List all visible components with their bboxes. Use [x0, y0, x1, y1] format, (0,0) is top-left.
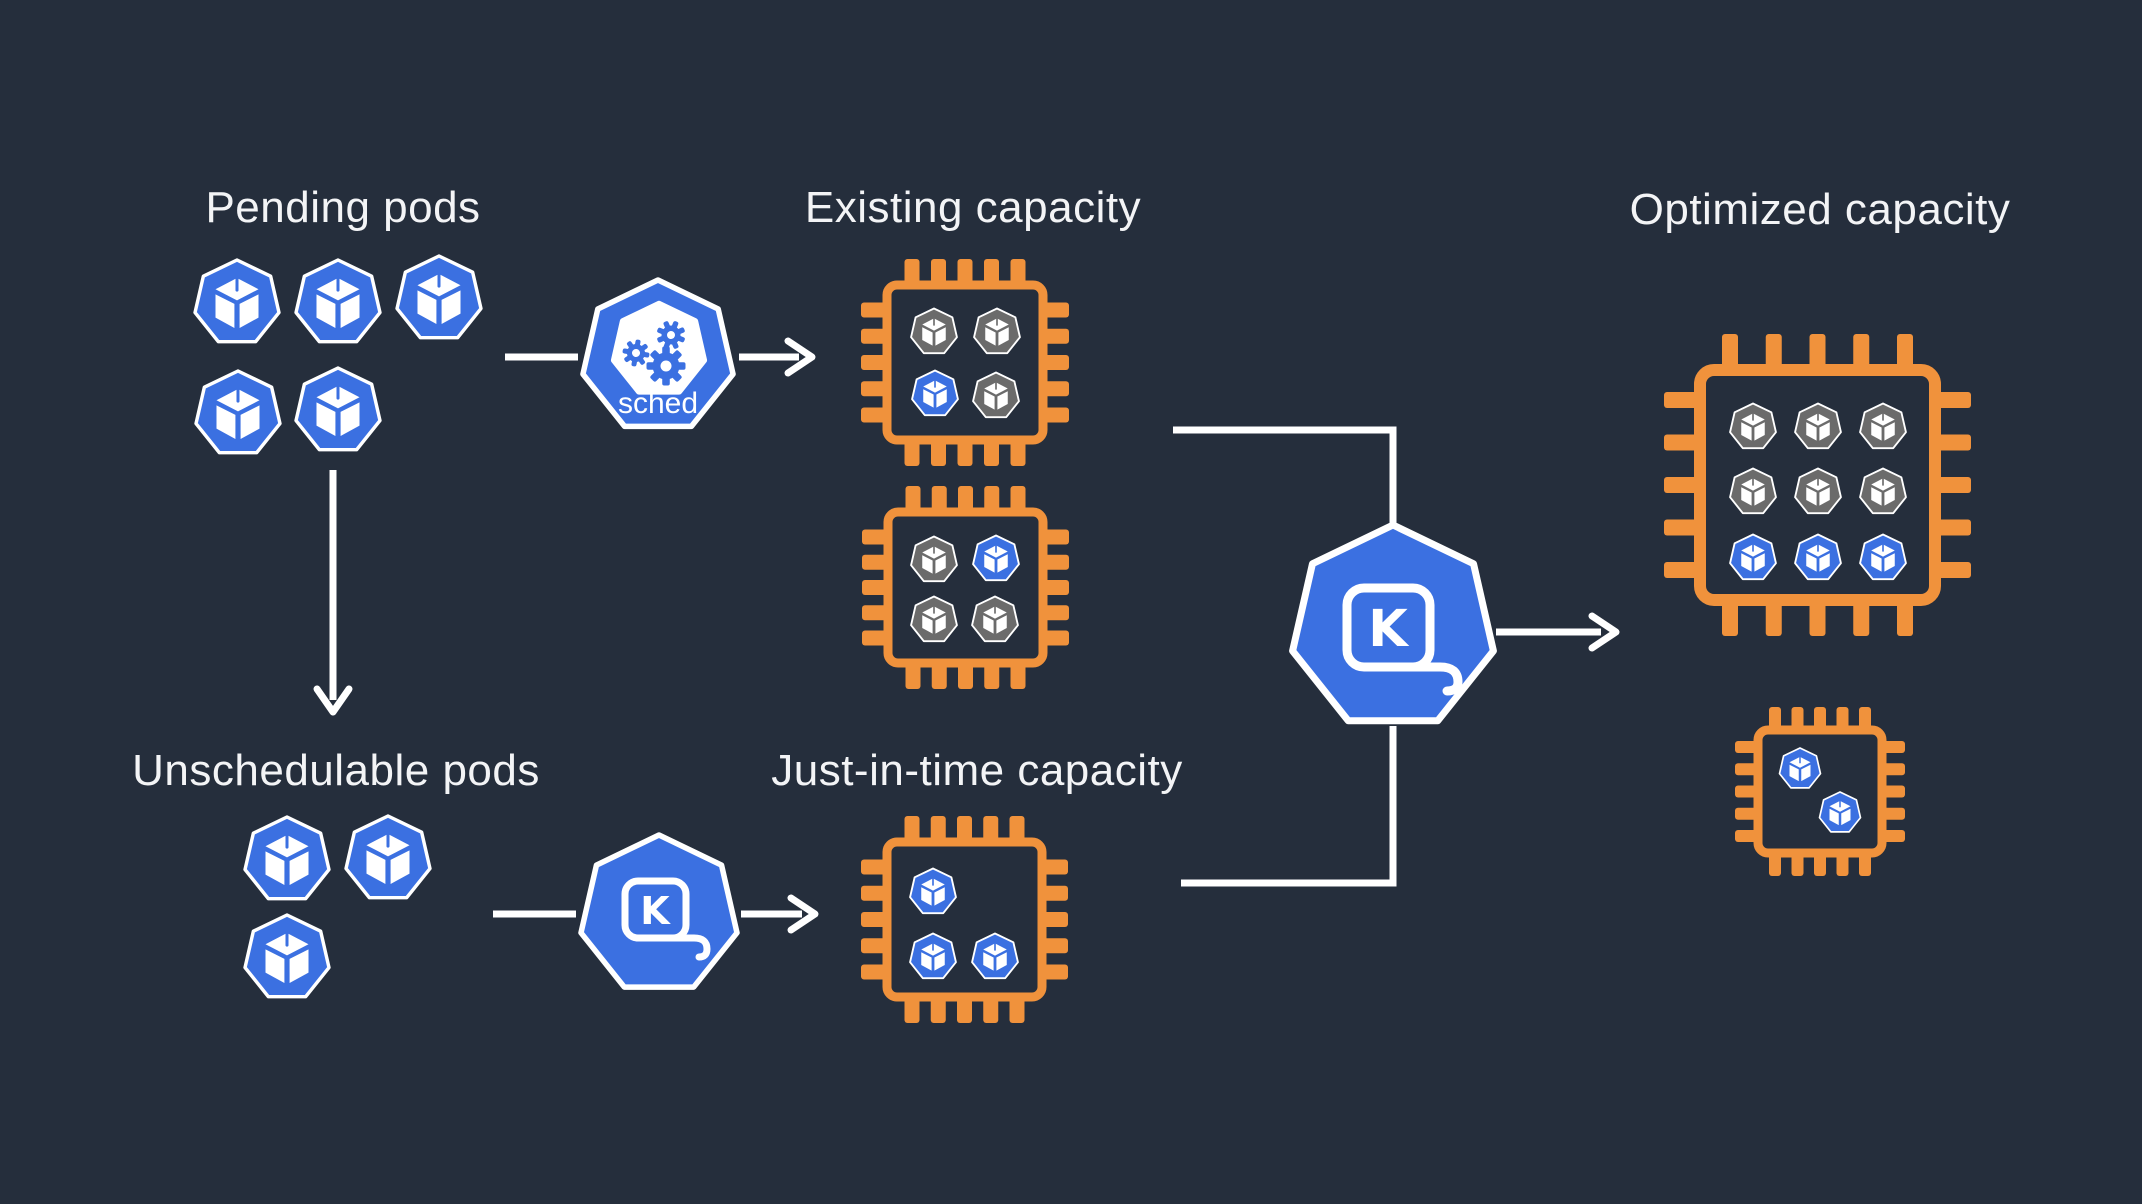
pod-icon-blue: [294, 366, 382, 452]
chip-body: [882, 837, 1047, 1002]
label-optimized-capacity: Optimized capacity: [1630, 185, 2011, 234]
pod-icon-gray: [971, 595, 1019, 643]
gear-icon: [657, 321, 685, 349]
pod-icon-blue: [1729, 533, 1777, 581]
chip-body: [882, 280, 1048, 445]
pod-icon-gray: [910, 307, 958, 355]
existing-capacity-chips: [861, 259, 1069, 689]
pod-icon-blue: [1859, 533, 1907, 581]
kube-scheduler-icon: sched: [583, 280, 733, 426]
cpu-chip-icon: [1735, 707, 1905, 876]
cpu-chip-icon: [862, 486, 1069, 689]
cpu-chip-icon: [861, 816, 1068, 1023]
pod-icon-gray: [1794, 467, 1842, 515]
label-just-in-time-capacity: Just-in-time capacity: [771, 746, 1183, 795]
arrowhead-icon: [787, 894, 819, 934]
pod-icon-blue: [243, 815, 331, 901]
just-in-time-capacity-chip: [861, 816, 1068, 1023]
karpenter-icon-large: K: [1293, 525, 1494, 721]
pod-icon-blue: [294, 258, 382, 344]
cpu-chip-icon: [1664, 334, 1971, 636]
karpenter-letter: K: [640, 889, 671, 933]
pod-icon-blue: [1794, 533, 1842, 581]
connector-jit-to-karpenter: [1181, 726, 1397, 887]
pod-icon-blue: [243, 913, 331, 999]
pod-icon-blue: [194, 369, 282, 455]
pod-icon-gray: [1859, 467, 1907, 515]
optimized-capacity-chips: [1664, 334, 1971, 876]
pod-icon-gray: [1859, 402, 1907, 450]
arrowhead-icon: [313, 685, 353, 716]
cpu-chip-icon: [861, 259, 1069, 466]
pod-icon-blue: [193, 258, 281, 344]
arrowhead-icon: [1588, 612, 1620, 652]
label-pending-pods: Pending pods: [205, 183, 480, 232]
karpenter-logo: K: [1342, 583, 1463, 696]
gear-icon: [622, 339, 650, 367]
pod-icon-gray: [972, 371, 1020, 419]
karpenter-logo: K: [621, 877, 711, 961]
gear-icon: [646, 346, 686, 386]
chip-body: [1753, 725, 1887, 858]
karpenter-icon-small: K: [581, 835, 737, 987]
pod-icon-gray: [1794, 402, 1842, 450]
pod-icon-blue: [1818, 791, 1862, 833]
karpenter-letter: K: [1368, 600, 1410, 659]
gears-icon: [622, 321, 686, 386]
chip-body: [883, 507, 1048, 668]
connector-existing-to-karpenter: [1173, 426, 1397, 524]
pod-icon-blue: [344, 814, 432, 900]
chip-body: [1694, 364, 1941, 606]
pod-icon-blue: [972, 534, 1020, 582]
pod-icon-gray: [1729, 467, 1777, 515]
pod-icon-blue: [911, 369, 959, 417]
pod-icon-blue: [909, 867, 957, 915]
label-unschedulable-pods: Unschedulable pods: [132, 746, 540, 795]
pod-icon-blue: [1778, 747, 1822, 789]
pod-icon-gray: [910, 535, 958, 583]
pod-icon-gray: [1729, 402, 1777, 450]
pod-icon-gray: [910, 595, 958, 643]
label-existing-capacity: Existing capacity: [805, 183, 1141, 232]
arrowhead-icon: [784, 337, 816, 377]
pod-icon-blue: [971, 932, 1019, 980]
pod-icon-gray: [973, 307, 1021, 355]
pod-icon-blue: [909, 932, 957, 980]
pod-icon-blue: [395, 254, 483, 340]
scheduler-label: sched: [618, 387, 698, 420]
